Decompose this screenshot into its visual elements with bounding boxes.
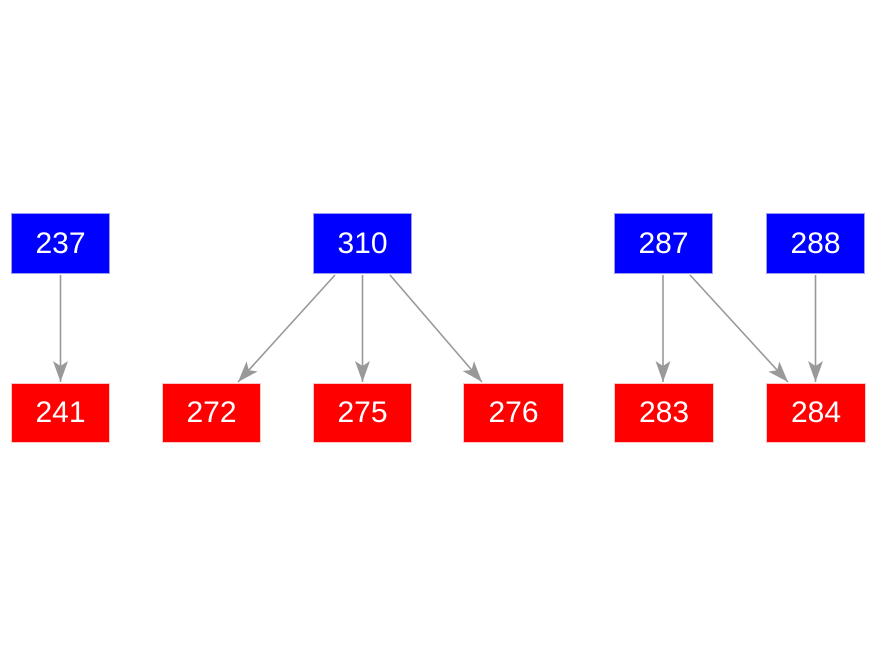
node-237: 237 [11,213,110,274]
node-283: 283 [614,383,714,443]
node-241: 241 [11,383,110,443]
node-310: 310 [313,213,412,274]
node-275: 275 [313,383,412,443]
edge-310-272 [237,274,336,383]
node-288: 288 [766,213,865,274]
node-272: 272 [162,383,261,443]
node-287: 287 [614,213,713,274]
node-284: 284 [766,383,866,443]
edge-287-284 [689,274,789,383]
node-276: 276 [463,383,564,443]
edge-310-276 [389,274,483,383]
